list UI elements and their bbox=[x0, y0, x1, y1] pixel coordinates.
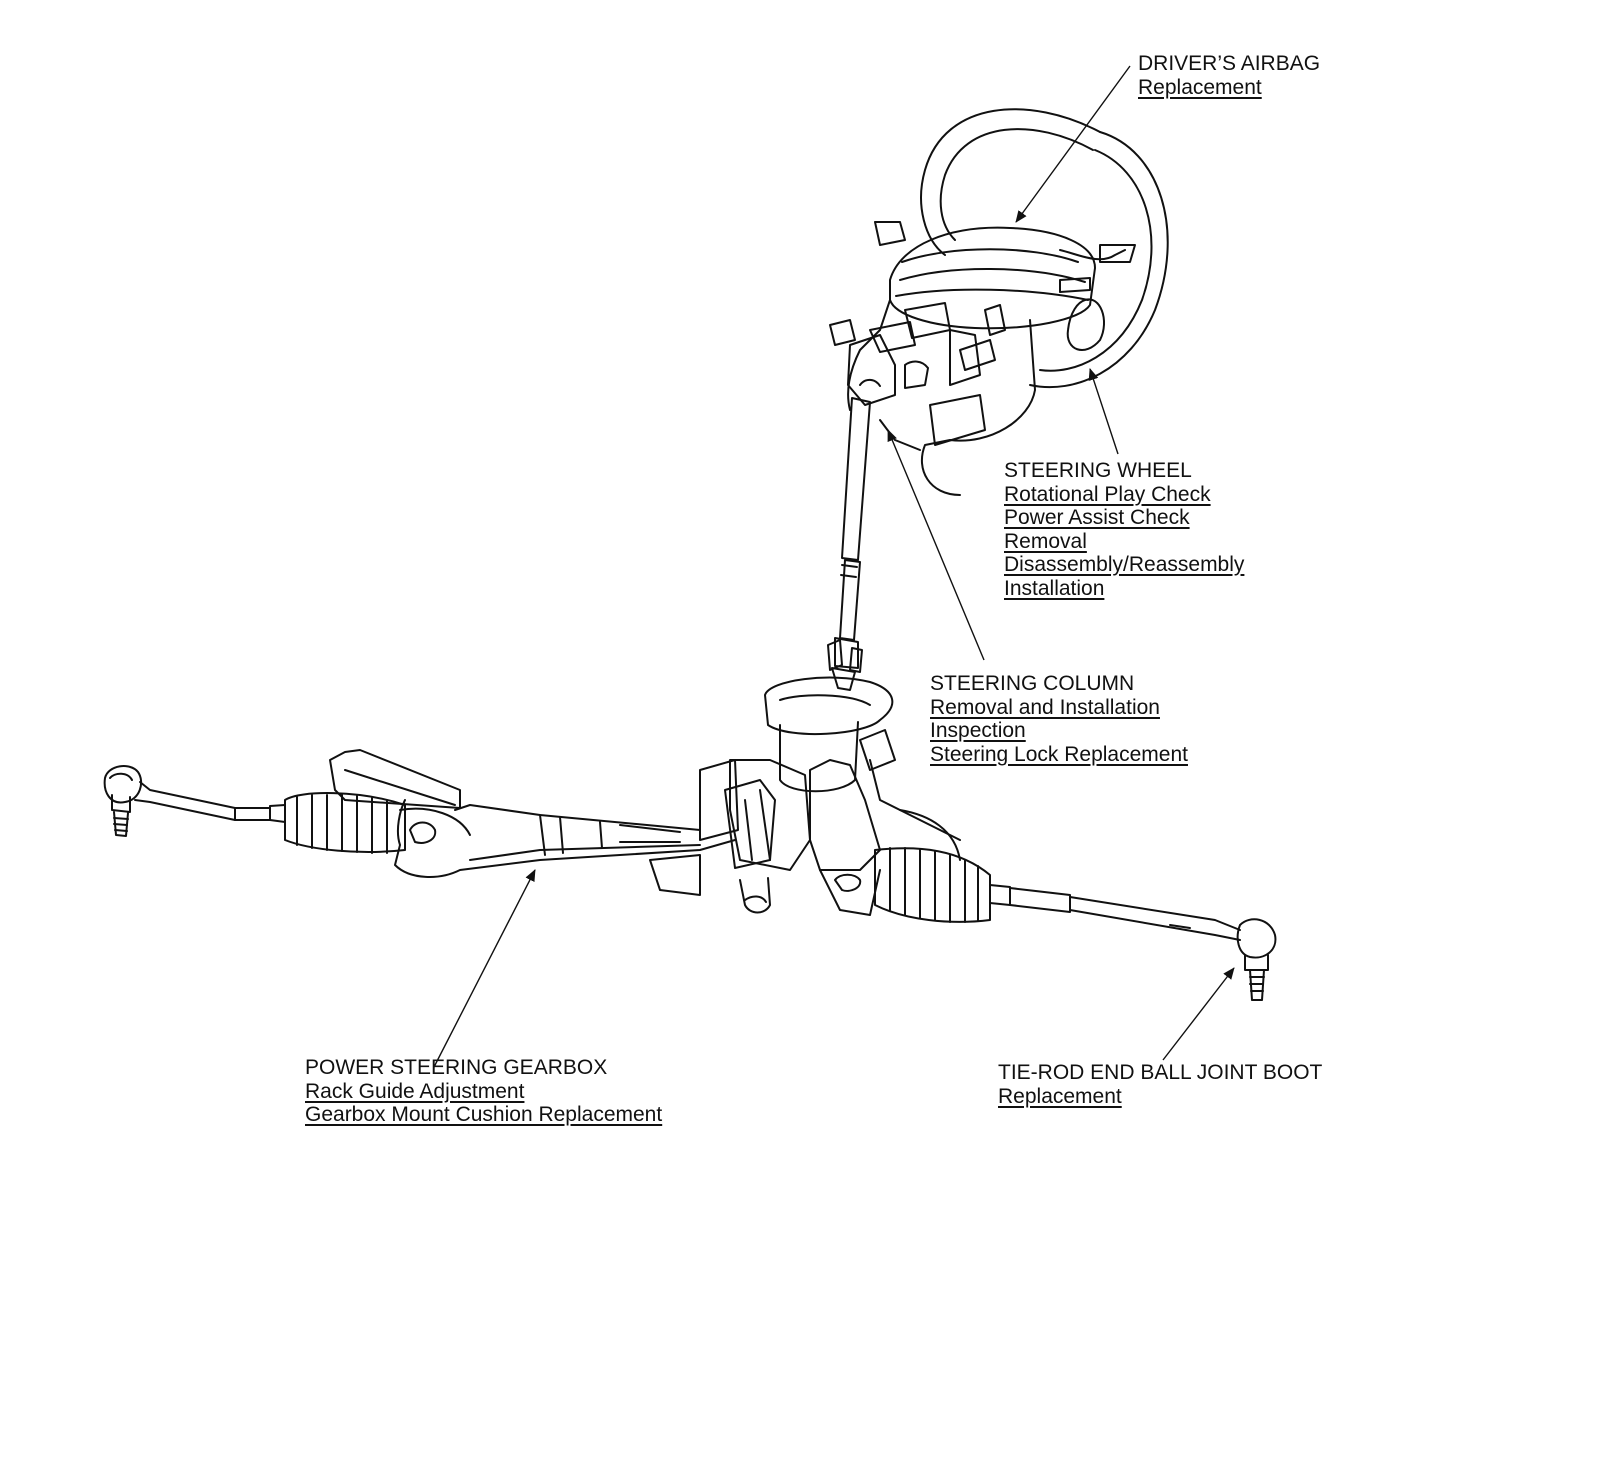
callout-steering-column: STEERING COLUMN Removal and Installation… bbox=[930, 672, 1188, 766]
rack-guide-adjustment-link[interactable]: Rack Guide Adjustment bbox=[305, 1079, 525, 1103]
callout-tie-rod-end: TIE-ROD END BALL JOINT BOOT Replacement bbox=[998, 1061, 1322, 1108]
steering-column-leader-line bbox=[887, 429, 985, 661]
steering-wheel-rotational-play-link[interactable]: Rotational Play Check bbox=[1004, 482, 1211, 506]
tie-rod-end-title: TIE-ROD END BALL JOINT BOOT bbox=[998, 1061, 1323, 1084]
steering-wheel-title: STEERING WHEEL bbox=[1004, 459, 1192, 482]
gearbox-leader-line bbox=[433, 869, 536, 1068]
steering-column-removal-installation-link[interactable]: Removal and Installation bbox=[930, 695, 1160, 719]
intermediate-shaft-drawing bbox=[827, 397, 871, 691]
steering-wheel-installation-link[interactable]: Installation bbox=[1004, 576, 1105, 600]
airbag-leader-line bbox=[1015, 65, 1131, 223]
gearbox-mount-cushion-link[interactable]: Gearbox Mount Cushion Replacement bbox=[305, 1103, 663, 1126]
tie-rod-boot-replacement-link[interactable]: Replacement bbox=[998, 1084, 1122, 1108]
left-bellows-boot-drawing bbox=[284, 792, 406, 854]
steering-column-inspection-link[interactable]: Inspection bbox=[930, 719, 1026, 742]
drivers-airbag-title: DRIVER’S AIRBAG bbox=[1138, 52, 1321, 75]
tie-rod-leader-line bbox=[1162, 967, 1235, 1061]
left-tie-rod-drawing bbox=[103, 765, 286, 837]
rack-housing-drawing bbox=[329, 749, 736, 878]
callout-power-steering-gearbox: POWER STEERING GEARBOX Rack Guide Adjust… bbox=[305, 1056, 662, 1127]
steering-wheel-drawing bbox=[920, 108, 1169, 389]
steering-wheel-removal-link[interactable]: Removal bbox=[1004, 529, 1087, 553]
callout-drivers-airbag: DRIVER’S AIRBAG Replacement bbox=[1138, 52, 1320, 99]
right-bellows-boot-drawing bbox=[874, 847, 991, 923]
steering-column-title: STEERING COLUMN bbox=[930, 672, 1135, 695]
power-steering-gearbox-title: POWER STEERING GEARBOX bbox=[305, 1056, 608, 1079]
steering-lock-replacement-link[interactable]: Steering Lock Replacement bbox=[930, 742, 1188, 766]
drivers-airbag-replacement-link[interactable]: Replacement bbox=[1138, 75, 1262, 99]
callout-steering-wheel: STEERING WHEEL Rotational Play Check Pow… bbox=[1004, 459, 1244, 600]
pinion-housing-drawing bbox=[649, 676, 961, 916]
steering-wheel-power-assist-link[interactable]: Power Assist Check bbox=[1004, 506, 1190, 529]
airbag-hub-drawing bbox=[874, 221, 1136, 330]
steering-wheel-disassembly-link[interactable]: Disassembly/Reassembly bbox=[1004, 553, 1245, 576]
right-tie-rod-drawing bbox=[989, 884, 1277, 1001]
steering-wheel-leader-line bbox=[1088, 368, 1119, 455]
